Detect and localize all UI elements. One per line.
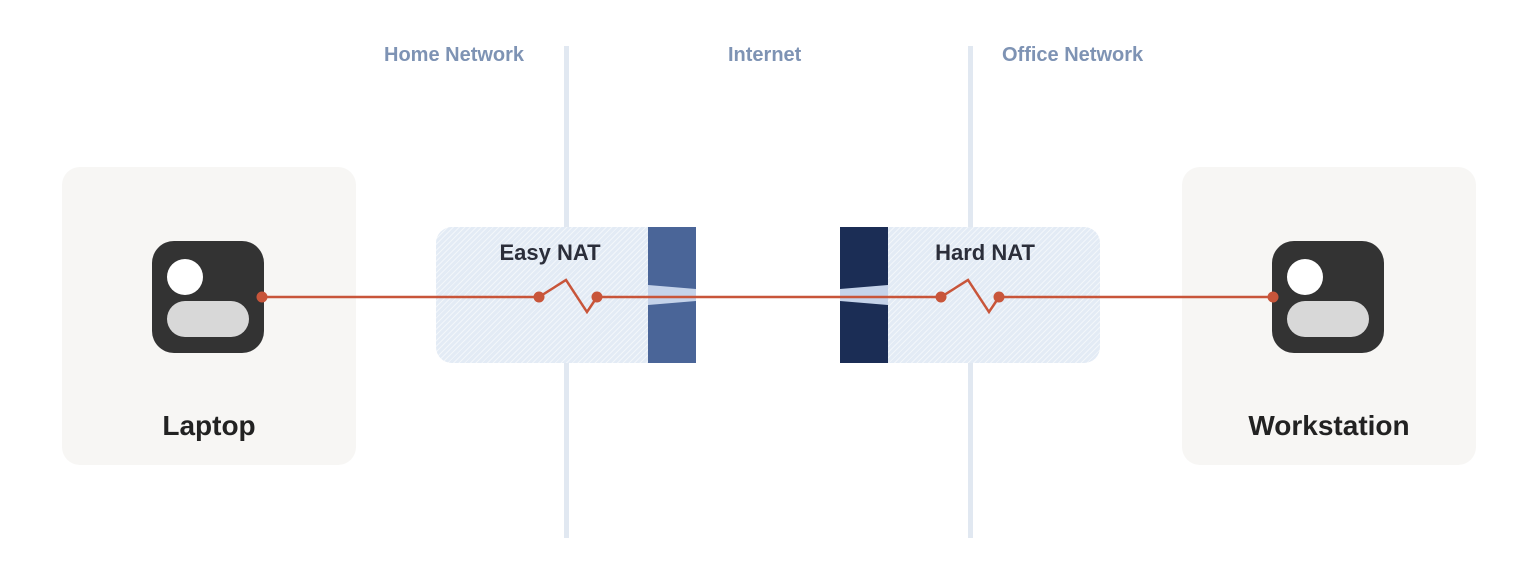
home-network-label: Home Network: [384, 44, 525, 66]
internet-label: Internet: [728, 44, 802, 66]
hard-nat-box: [860, 227, 1100, 363]
user-device-icon: [152, 241, 264, 353]
laptop-label: Laptop: [162, 410, 256, 441]
workstation-card: Workstation: [1182, 167, 1476, 465]
office-network-label: Office Network: [1002, 44, 1144, 66]
link-endpoint: [1267, 291, 1279, 303]
easy-nat-box: [436, 227, 676, 363]
link-endpoint: [935, 291, 947, 303]
easy-nat-label: Easy NAT: [499, 240, 601, 265]
laptop-card: Laptop: [62, 167, 356, 465]
hard-nat-label: Hard NAT: [935, 240, 1035, 265]
link-endpoint: [993, 291, 1005, 303]
hard-nat-firewall: [840, 227, 888, 363]
workstation-label: Workstation: [1248, 410, 1410, 441]
easy-nat-firewall: [648, 227, 696, 363]
link-endpoint: [256, 291, 268, 303]
user-device-icon: [1272, 241, 1384, 353]
connection-path: [262, 278, 1273, 315]
link-endpoint: [533, 291, 545, 303]
link-endpoint: [591, 291, 603, 303]
